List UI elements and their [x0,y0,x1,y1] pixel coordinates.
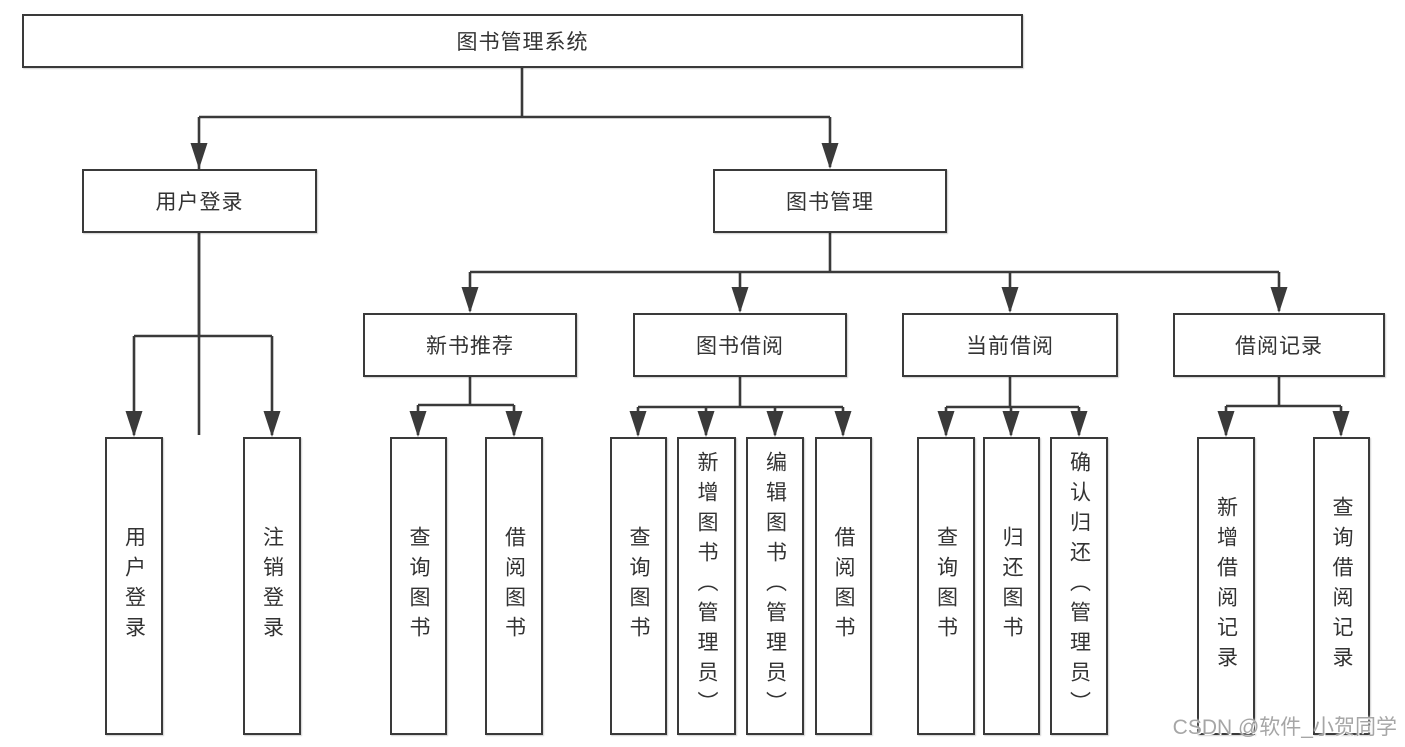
leaf-add-book-admin: 新增图书（管理员） [677,437,736,735]
node-book-management-label: 图书管理 [786,191,874,214]
leaf-borrow-book-label: 借阅图书 [832,526,855,646]
node-user-login: 用户登录 [82,169,317,233]
leaf-query-book-current: 查询图书 [917,437,975,735]
node-borrow-record: 借阅记录 [1173,313,1385,377]
node-current-borrow-label: 当前借阅 [966,335,1054,358]
node-book-borrow-label: 图书借阅 [696,335,784,358]
node-root-system: 图书管理系统 [22,14,1023,68]
node-borrow-record-label: 借阅记录 [1235,335,1323,358]
node-new-book-recommend: 新书推荐 [363,313,577,377]
leaf-return-book: 归还图书 [983,437,1040,735]
node-new-book-recommend-label: 新书推荐 [426,335,514,358]
leaf-return-book-label: 归还图书 [1000,526,1023,646]
leaf-confirm-return-admin: 确认归还（管理员） [1050,437,1108,735]
leaf-edit-book-admin: 编辑图书（管理员） [746,437,804,735]
leaf-query-borrow-record: 查询借阅记录 [1313,437,1370,735]
leaf-borrow-book-recommend-label: 借阅图书 [502,526,526,646]
connector-currentborrow-children [937,377,1088,437]
node-user-login-label: 用户登录 [155,191,244,214]
leaf-add-borrow-record-label: 新增借阅记录 [1214,496,1238,676]
leaf-query-book-borrow: 查询图书 [610,437,667,735]
connector-userlogin-children [125,233,281,437]
leaf-query-book-current-label: 查询图书 [934,526,958,646]
leaf-edit-book-admin-label: 编辑图书（管理员） [763,451,787,721]
leaf-add-borrow-record: 新增借阅记录 [1197,437,1255,735]
connector-bookborrow-children [629,377,852,437]
leaf-query-book-recommend: 查询图书 [390,437,447,735]
connector-newbook-children [409,377,523,437]
node-root-label: 图书管理系统 [456,31,589,54]
leaf-logout-label: 注销登录 [260,526,284,646]
node-current-borrow: 当前借阅 [902,313,1118,377]
leaf-user-login-label: 用户登录 [122,526,146,646]
leaf-confirm-return-admin-label: 确认归还（管理员） [1067,451,1091,721]
leaf-user-login: 用户登录 [105,437,163,735]
node-book-management: 图书管理 [713,169,947,233]
leaf-query-borrow-record-label: 查询借阅记录 [1330,496,1353,676]
leaf-query-book-borrow-label: 查询图书 [627,526,650,646]
leaf-borrow-book: 借阅图书 [815,437,872,735]
leaf-borrow-book-recommend: 借阅图书 [485,437,543,735]
leaf-query-book-recommend-label: 查询图书 [407,526,430,646]
node-book-borrow: 图书借阅 [633,313,847,377]
csdn-watermark: CSDN @软件_小贺同学 [1172,716,1397,739]
leaf-logout: 注销登录 [243,437,301,735]
connector-bookmgmt-to-level3 [461,233,1288,313]
connector-borrowrecord-children [1217,377,1350,437]
leaf-add-book-admin-label: 新增图书（管理员） [695,451,718,721]
